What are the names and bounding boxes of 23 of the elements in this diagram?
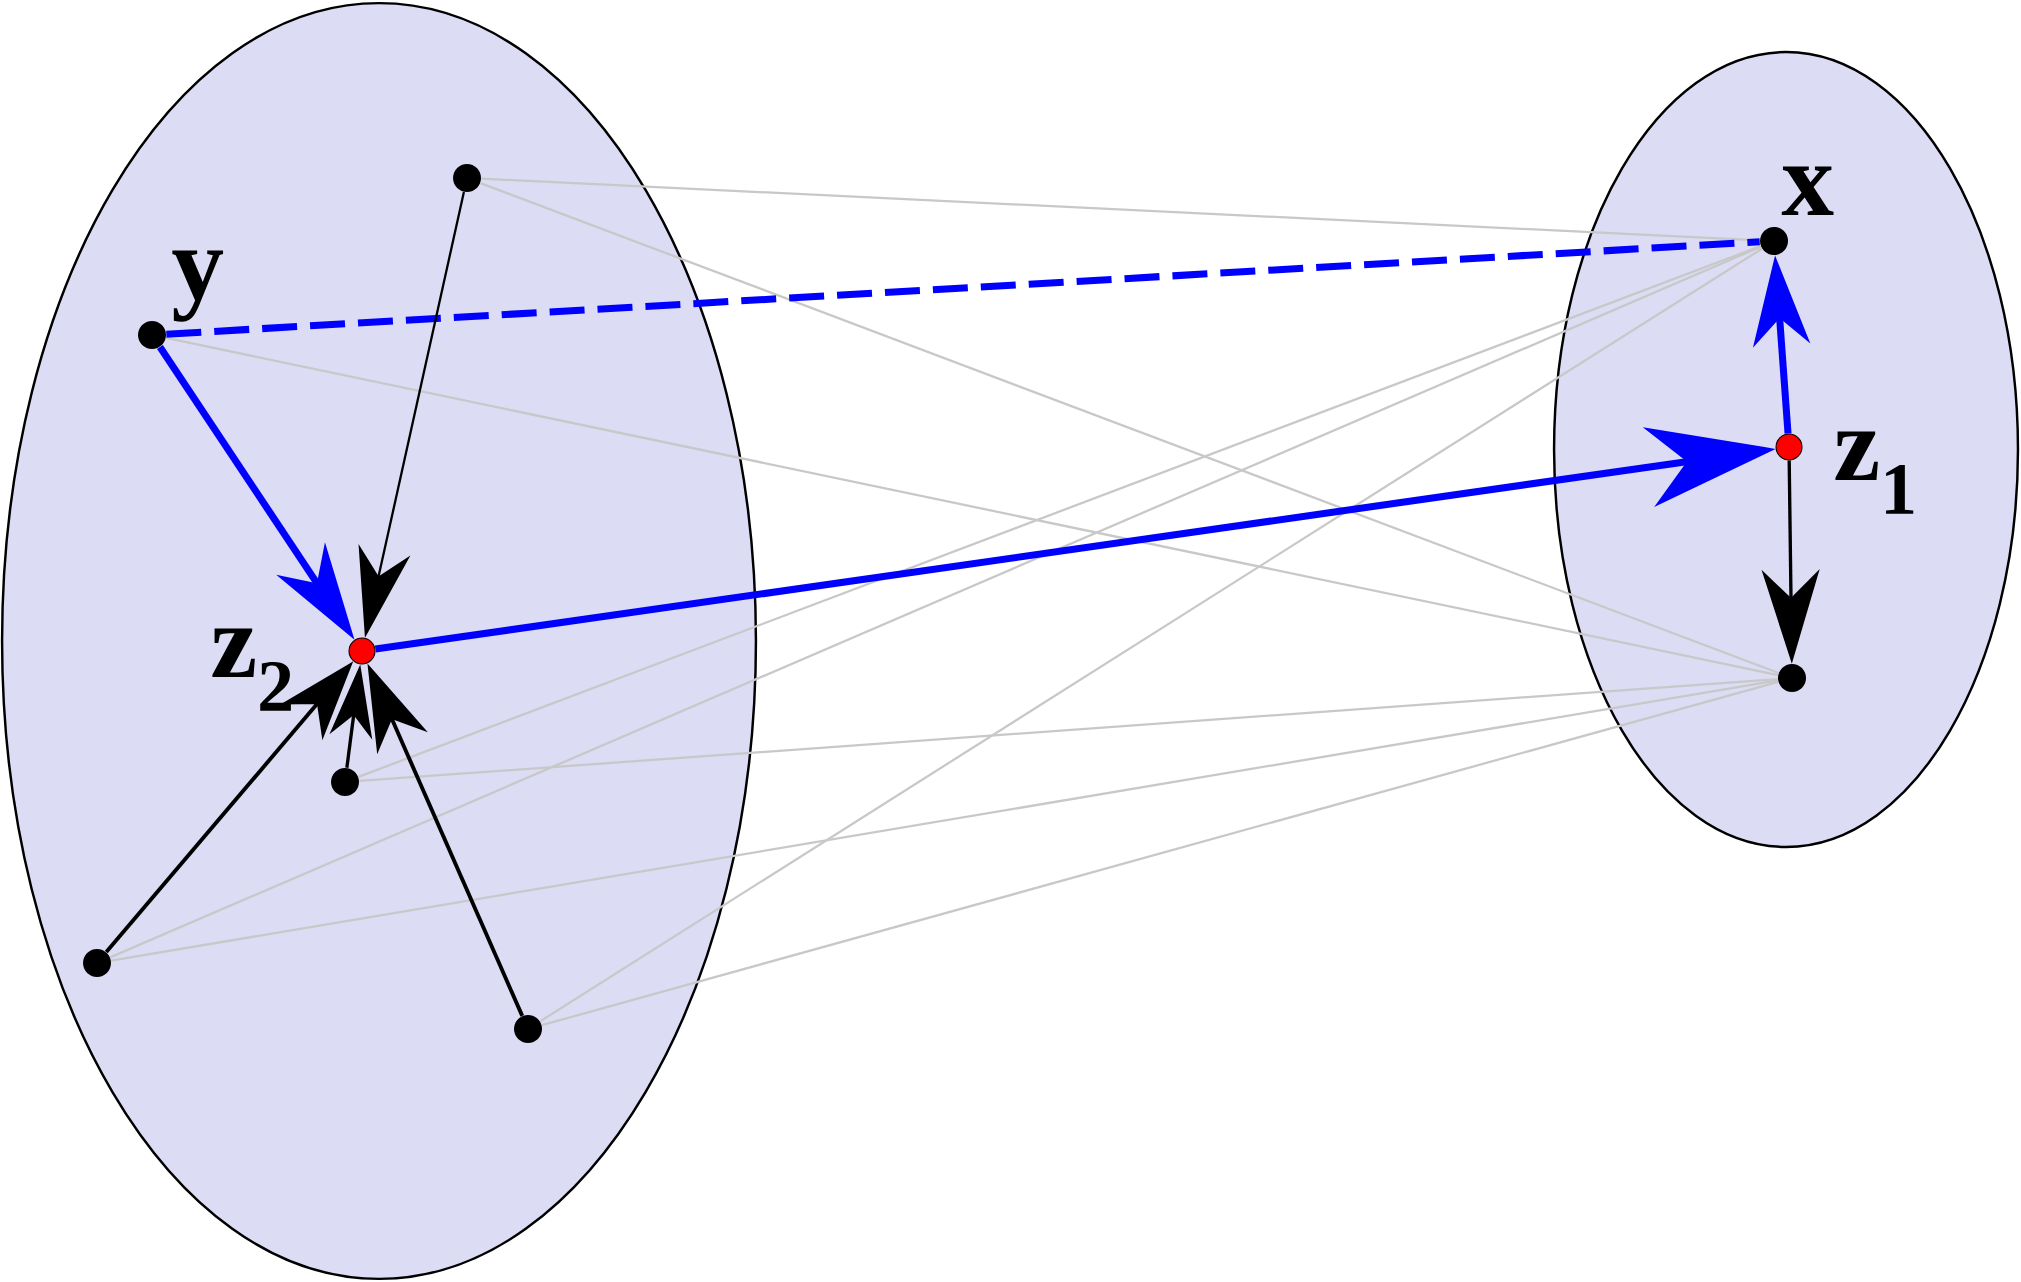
ellipse [1552,50,2020,849]
line [109,245,1762,959]
dot [514,1015,542,1043]
dot [83,949,111,977]
line [480,182,1779,674]
dot [331,768,359,796]
dot [453,164,481,192]
point-label: z$_{2}$ [212,628,291,711]
dot [1778,664,1806,692]
dot [1775,433,1803,461]
point-label: x [1781,166,1834,215]
dot [1760,227,1788,255]
line [541,680,1779,1027]
line [165,336,1779,677]
dot [348,637,376,665]
line [359,677,1778,783]
line [110,679,1779,962]
dot [138,321,166,349]
line [539,247,1763,1023]
point-label: y [172,250,224,322]
ellipse [0,1,758,1281]
point-label: z$_{1}$ [1835,431,1914,514]
line [358,245,1761,778]
